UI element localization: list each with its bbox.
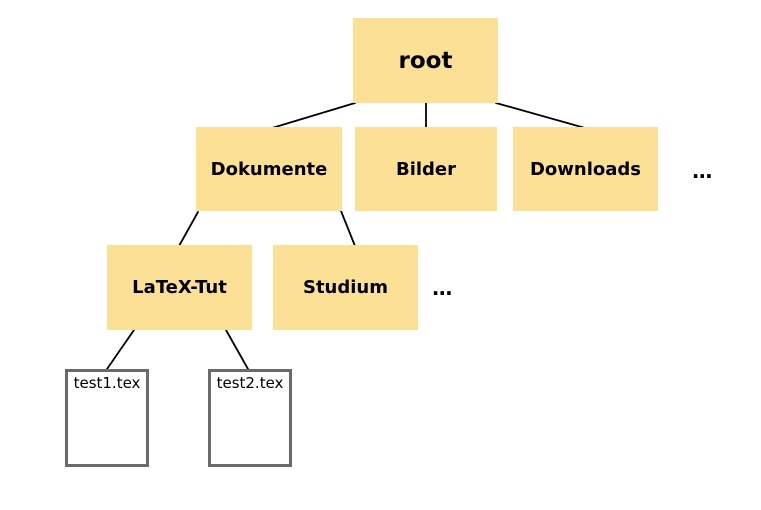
node-studium-label: Studium — [302, 277, 388, 298]
edge-root-dokumente — [271, 102, 356, 129]
level1-ellipsis: … — [692, 159, 714, 183]
node-dokumente-label: Dokumente — [210, 158, 328, 180]
node-latex-tut: LaTeX-Tut — [107, 245, 252, 330]
edge-dokumente-latex-tut — [178, 211, 199, 247]
file-test2: test2.tex — [208, 369, 292, 467]
node-root: root — [353, 18, 498, 103]
node-dokumente: Dokumente — [196, 127, 342, 211]
edge-root-downloads — [495, 102, 586, 129]
node-studium: Studium — [273, 245, 418, 330]
edge-latex-tut-test1 — [106, 329, 135, 370]
file-test2-label: test2.tex — [216, 374, 284, 392]
node-downloads: Downloads — [513, 127, 658, 211]
node-root-label: root — [398, 47, 453, 74]
edge-latex-tut-test2 — [225, 329, 249, 370]
level2-ellipsis: … — [432, 276, 454, 300]
file-test1: test1.tex — [65, 369, 149, 467]
node-downloads-label: Downloads — [529, 158, 642, 180]
edge-dokumente-studium — [340, 210, 356, 247]
node-bilder: Bilder — [355, 127, 497, 211]
node-latex-tut-label: LaTeX-Tut — [132, 277, 227, 298]
file-test1-label: test1.tex — [73, 374, 141, 392]
node-bilder-label: Bilder — [395, 158, 457, 180]
